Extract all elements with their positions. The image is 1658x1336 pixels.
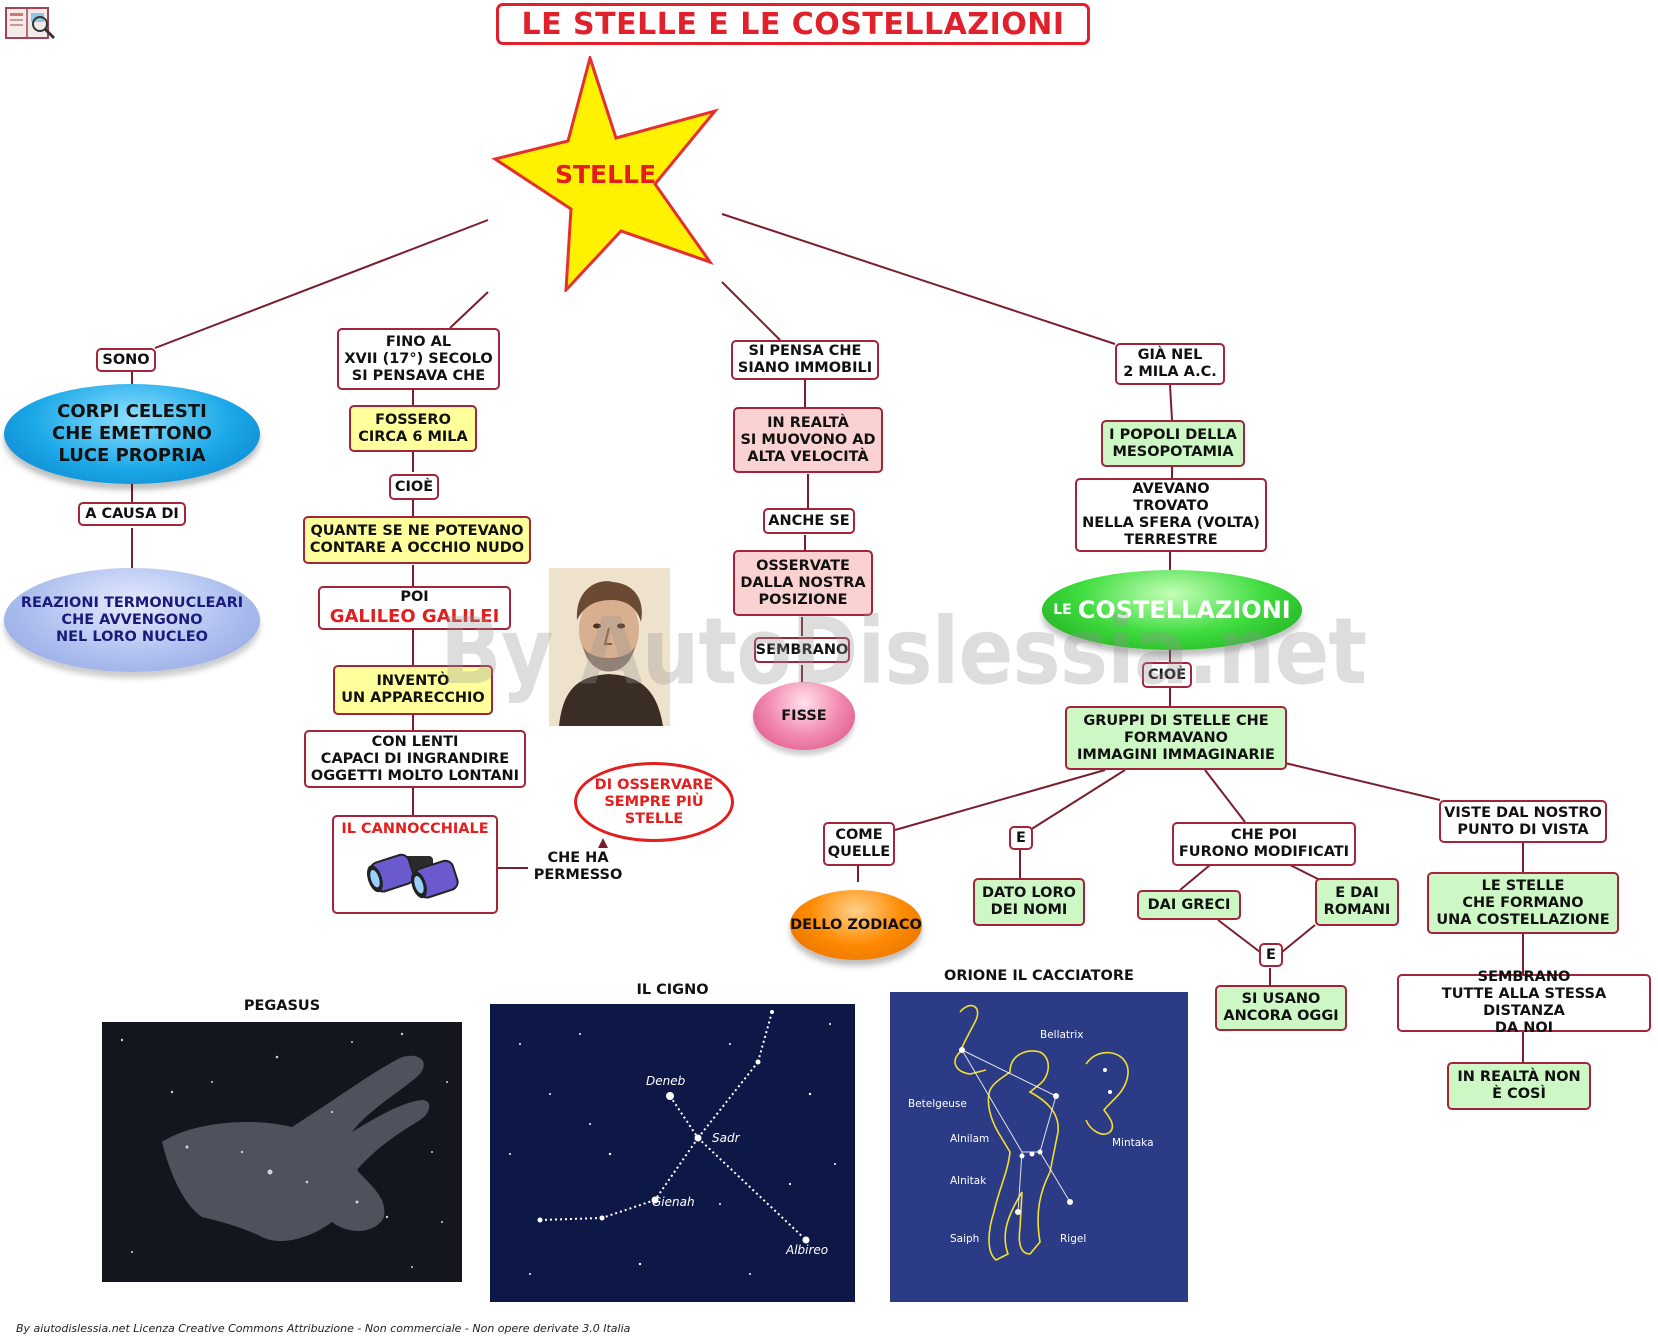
star-label-rigel: Rigel [1060, 1233, 1086, 1245]
costellazioni-node: LE COSTELLAZIONI [1042, 570, 1302, 650]
star-label-saiph: Saiph [950, 1233, 979, 1245]
di-osservare-node: DI OSSERVARE SEMPRE PIÙ STELLE [574, 762, 734, 842]
si-usano-node: SI USANO ANCORA OGGI [1215, 985, 1347, 1031]
pegasus-image [102, 1022, 462, 1282]
central-concept: STELLE [554, 160, 657, 189]
book-logo-icon [4, 4, 56, 42]
e-label-2: E [1259, 943, 1283, 967]
star-label-sadr: Sadr [712, 1131, 741, 1145]
star-label-bellatrix: Bellatrix [1040, 1029, 1084, 1041]
orione-caption: ORIONE IL CACCIATORE [944, 968, 1134, 984]
osservate-node: OSSERVATE DALLA NOSTRA POSIZIONE [733, 550, 873, 616]
le-stelle-node: LE STELLE CHE FORMANO UNA COSTELLAZIONE [1427, 872, 1619, 934]
avevano-node: AVEVANO TROVATO NELLA SFERA (VOLTA) TERR… [1075, 478, 1267, 552]
galileo-portrait [549, 568, 670, 726]
star-label-gienah: Gienah [652, 1195, 695, 1209]
binoculars-icon [367, 853, 459, 899]
come-quelle-node: COME QUELLE [823, 822, 895, 866]
star-label-alnitak: Alnitak [950, 1175, 987, 1187]
che-poi-node: CHE POI FURONO MODIFICATI [1172, 822, 1356, 866]
fossero-node: FOSSERO CIRCA 6 MILA [349, 405, 477, 452]
orione-image: Bellatrix Betelgeuse Alnilam Mintaka Aln… [890, 992, 1188, 1302]
a-causa-di-label: A CAUSA DI [78, 502, 186, 526]
cioe-label-1: CIOÈ [389, 474, 439, 500]
in-realta-node: IN REALTÀ SI MUOVONO AD ALTA VELOCITÀ [733, 407, 883, 473]
si-pensa-node: SI PENSA CHE SIANO IMMOBILI [731, 340, 879, 380]
viste-node: VISTE DAL NOSTRO PUNTO DI VISTA [1439, 800, 1607, 843]
star-label-betelgeuse: Betelgeuse [908, 1098, 967, 1110]
che-ha-permesso-label: CHE HA PERMESSO [533, 850, 623, 883]
license-footer: By aiutodislessia.net Licenza Creative C… [16, 1322, 631, 1335]
e-dai-romani-node: E DAI ROMANI [1315, 878, 1399, 926]
gruppi-node: GRUPPI DI STELLE CHE FORMAVANO IMMAGINI … [1065, 706, 1287, 770]
cannocchiale-node: IL CANNOCCHIALE [332, 815, 498, 914]
gia-nel-node: GIÀ NEL 2 MILA A.C. [1115, 343, 1225, 385]
in-realta-non-node: IN REALTÀ NON È COSÌ [1447, 1062, 1591, 1110]
popoli-node: I POPOLI DELLA MESOPOTAMIA [1101, 420, 1245, 467]
fino-al-node: FINO AL XVII (17°) SECOLO SI PENSAVA CHE [337, 328, 500, 390]
reazioni-node: REAZIONI TERMONUCLEARI CHE AVVENGONO NEL… [4, 568, 260, 672]
sembrano-label: SEMBRANO [754, 637, 850, 663]
zodiaco-node: DELLO ZODIACO [790, 890, 922, 960]
con-lenti-node: CON LENTI CAPACI DI INGRANDIRE OGGETTI M… [304, 730, 526, 788]
quante-node: QUANTE SE NE POTEVANO CONTARE A OCCHIO N… [303, 516, 531, 564]
dato-loro-node: DATO LORO DEI NOMI [973, 878, 1085, 926]
e-label-1: E [1009, 826, 1033, 850]
galileo-name: GALILEO GALILEI [329, 605, 500, 627]
sono-label: SONO [96, 348, 156, 372]
star-label-mintaka: Mintaka [1112, 1137, 1154, 1149]
page-title: LE STELLE E LE COSTELLAZIONI [496, 3, 1090, 45]
cigno-image: Deneb Sadr Gienah Albireo [490, 1004, 855, 1302]
galileo-node: POI GALILEO GALILEI [318, 586, 511, 630]
pegasus-caption: PEGASUS [243, 998, 321, 1014]
invento-node: INVENTÒ UN APPARECCHIO [333, 665, 493, 715]
corpi-celesti-node: CORPI CELESTI CHE EMETTONO LUCE PROPRIA [4, 384, 260, 484]
star-label-albireo: Albireo [785, 1243, 828, 1257]
cioe-label-2: CIOÈ [1142, 662, 1192, 688]
fisse-node: FISSE [753, 682, 855, 750]
star-label-alnilam: Alnilam [950, 1133, 989, 1145]
dai-greci-node: DAI GRECI [1137, 890, 1241, 920]
sembrano-distanza-node: SEMBRANO TUTTE ALLA STESSA DISTANZA DA N… [1397, 969, 1651, 1036]
star-label-deneb: Deneb [646, 1074, 686, 1088]
star-icon [490, 52, 722, 295]
anche-se-label: ANCHE SE [763, 508, 855, 534]
cigno-caption: IL CIGNO [636, 982, 709, 998]
